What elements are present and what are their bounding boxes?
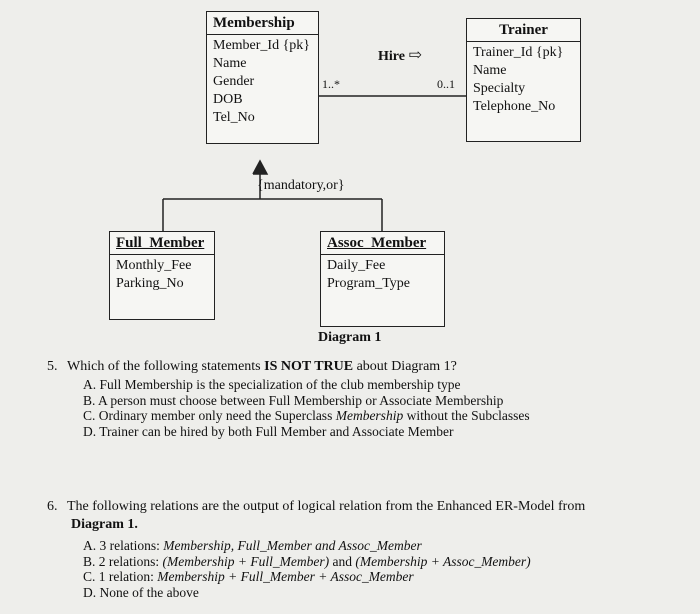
attribute: Telephone_No [473, 99, 556, 114]
attribute: Trainer_Id {pk} [473, 45, 564, 60]
question-text: The following relations are the output o… [67, 499, 586, 514]
question-emphasis: IS NOT TRUE [264, 359, 354, 374]
attribute: Name [213, 56, 247, 71]
entity-title: Membership [213, 15, 295, 31]
option-text: A person must choose between Full Member… [98, 392, 504, 408]
question-number: 5. [47, 359, 58, 374]
attribute-list: Trainer_Id {pk} Name Specialty Telephone… [467, 41, 580, 118]
inheritance-arrowhead [252, 159, 269, 175]
option-text: Ordinary member only need the Superclass [98, 408, 336, 423]
question-stem: 6. The following relations are the outpu… [47, 498, 687, 516]
option-letter: B. [83, 553, 96, 569]
arrow-right-icon: ⇨ [408, 47, 422, 64]
options-list: A. Full Membership is the specialization… [83, 377, 687, 439]
entity-title-text: Full_Member [116, 235, 205, 251]
multiplicity-membership: 1..* [322, 77, 340, 91]
attribute-list: Daily_Fee Program_Type [321, 254, 444, 295]
attribute: Daily_Fee [327, 258, 386, 273]
option-letter: C. [83, 408, 96, 423]
attribute: Name [473, 63, 507, 78]
option-text: 2 relations: [98, 553, 163, 569]
option-c[interactable]: C. 1 relation: Membership + Full_Member … [83, 569, 687, 585]
question-stem: 5. Which of the following statements IS … [47, 358, 687, 376]
options-list: A. 3 relations: Membership, Full_Member … [83, 538, 687, 600]
option-text: Full Membership is the specialization of… [99, 377, 461, 392]
option-emphasis: Membership, Full_Member and Assoc_Member [163, 538, 422, 553]
question-number: 6. [47, 499, 58, 514]
attribute-list: Member_Id {pk} Name Gender DOB Tel_No [207, 34, 318, 129]
attribute: Program_Type [327, 276, 411, 291]
specialization-constraint: {mandatory,or} [257, 178, 345, 193]
option-letter: C. [83, 569, 96, 584]
entity-full-member: Full_Member Monthly_Fee Parking_No [109, 231, 215, 320]
diagram-lines [162, 95, 466, 231]
entity-trainer: Trainer Trainer_Id {pk} Name Specialty T… [466, 18, 581, 142]
option-emphasis: Membership [335, 408, 404, 423]
option-a[interactable]: A. Full Membership is the specialization… [83, 377, 687, 393]
attribute: Gender [213, 74, 255, 89]
option-text: 3 relations: [99, 538, 164, 553]
entity-membership: Membership Member_Id {pk} Name Gender DO… [206, 11, 319, 144]
option-c[interactable]: C. Ordinary member only need the Supercl… [83, 408, 687, 424]
question-6: 6. The following relations are the outpu… [47, 498, 687, 600]
option-emphasis: (Membership + Full_Member) [162, 553, 330, 569]
option-text: None of the above [99, 584, 199, 600]
entity-title-text: Assoc_Member [327, 235, 427, 251]
question-text-end: about Diagram 1? [353, 359, 457, 374]
option-emphasis-2: (Membership + Assoc_Member) [355, 553, 531, 569]
multiplicity-trainer: 0..1 [437, 77, 455, 91]
attribute: Monthly_Fee [116, 258, 192, 273]
option-emphasis: Membership + Full_Member + Assoc_Member [157, 569, 414, 584]
question-text-continued: Diagram 1. [71, 517, 138, 532]
entity-title: Assoc_Member [321, 232, 444, 254]
attribute: DOB [213, 92, 243, 107]
entity-title: Trainer [499, 22, 548, 38]
entity-title: Full_Member [110, 232, 214, 254]
option-letter: D. [83, 584, 97, 600]
option-letter: A. [83, 538, 97, 553]
attribute: Specialty [473, 81, 526, 96]
option-letter: D. [83, 423, 97, 439]
question-5: 5. Which of the following statements IS … [47, 358, 687, 439]
attribute: Member_Id {pk} [213, 38, 311, 53]
option-text-middle: and [329, 553, 356, 569]
attribute: Tel_No [213, 110, 255, 125]
option-d[interactable]: D. None of the above [83, 585, 687, 601]
attribute-list: Monthly_Fee Parking_No [110, 254, 214, 295]
relationship-label: Hire ⇨ [378, 45, 422, 65]
option-text: 1 relation: [98, 569, 158, 584]
option-d[interactable]: D. Trainer can be hired by both Full Mem… [83, 424, 687, 440]
option-letter: B. [83, 392, 96, 408]
option-b[interactable]: B. A person must choose between Full Mem… [83, 393, 687, 409]
option-text: Trainer can be hired by both Full Member… [99, 423, 454, 439]
question-text-line2: Diagram 1. [71, 516, 687, 534]
option-letter: A. [83, 377, 97, 392]
entity-assoc-member: Assoc_Member Daily_Fee Program_Type [320, 231, 445, 327]
question-text: Which of the following statements [67, 359, 265, 374]
attribute: Parking_No [116, 276, 184, 291]
option-a[interactable]: A. 3 relations: Membership, Full_Member … [83, 538, 687, 554]
option-text-end: without the Subclasses [403, 408, 530, 423]
relationship-name: Hire [378, 49, 405, 64]
option-b[interactable]: B. 2 relations: (Membership + Full_Membe… [83, 554, 687, 570]
diagram-caption: Diagram 1 [318, 330, 382, 345]
